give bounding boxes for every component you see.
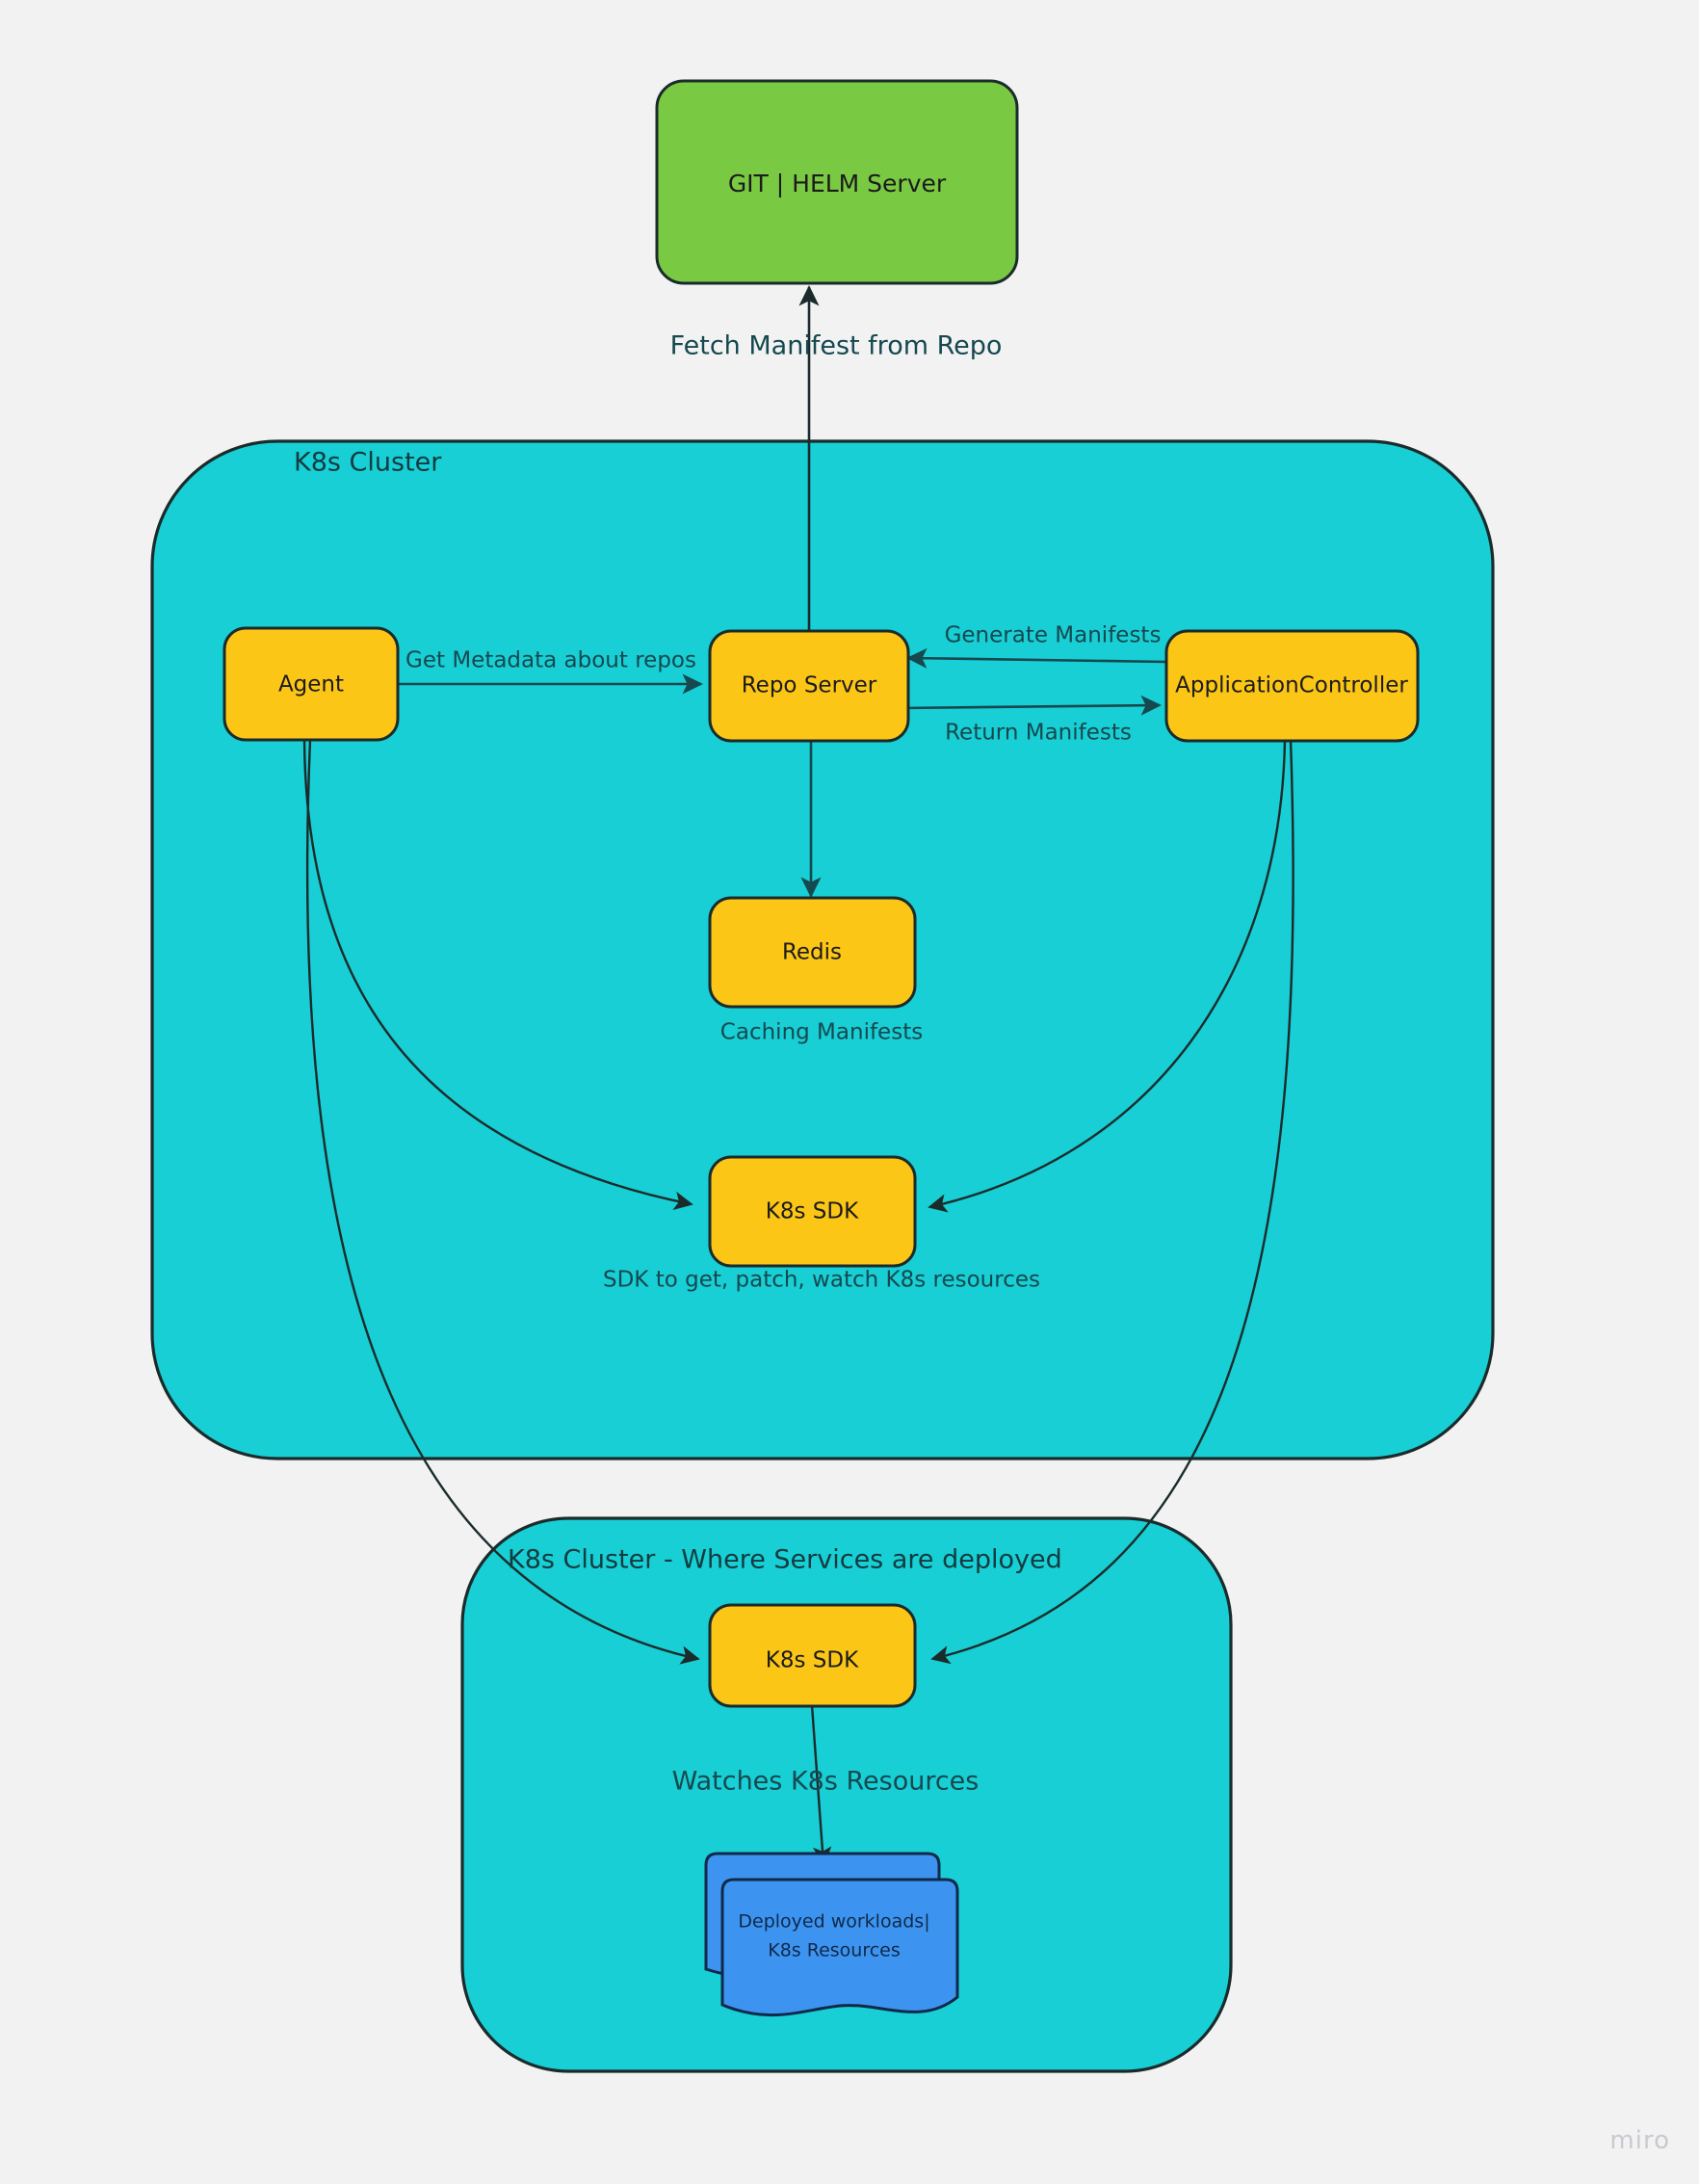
hit-repo-server[interactable]	[710, 631, 908, 741]
hit-application-controller[interactable]	[1166, 631, 1418, 741]
edge-agent-to-sdk-bottom	[305, 739, 700, 1665]
hit-k8s-sdk-top[interactable]	[710, 1157, 915, 1266]
edge-label-generate-manifests: Generate Manifests	[945, 623, 1162, 648]
node-k8s-sdk-top-caption: SDK to get, patch, watch K8s resources	[603, 1268, 1040, 1293]
edge-return-manifests	[900, 695, 1162, 716]
edge-generate-manifests	[906, 647, 1167, 669]
hit-k8s-sdk-bottom[interactable]	[710, 1605, 915, 1706]
edge-label-return-manifests: Return Manifests	[945, 721, 1132, 746]
edge-appctrl-to-sdk-top	[928, 739, 1287, 1213]
hit-git-helm-server[interactable]	[657, 81, 1017, 283]
edge-label-watches-resources: Watches K8s Resources	[672, 1767, 980, 1797]
container-k8s-cluster-label: K8s Cluster	[294, 448, 442, 478]
edge-label-fetch-manifest: Fetch Manifest from Repo	[670, 331, 1003, 361]
edge-label-get-metadata: Get Metadata about repos	[405, 648, 696, 673]
container-k8s-cluster-services-label: K8s Cluster - Where Services are deploye…	[508, 1545, 1062, 1575]
edge-appctrl-to-sdk-bottom	[930, 739, 1294, 1665]
node-redis-caption: Caching Manifests	[720, 1020, 923, 1045]
hit-deployed-workloads[interactable]	[706, 1854, 957, 2027]
hit-redis[interactable]	[710, 898, 915, 1007]
edge-agent-to-sdk-top	[302, 739, 693, 1210]
edge-watches-resources	[810, 1704, 832, 1866]
miro-watermark: miro	[1609, 2126, 1670, 2155]
hit-agent[interactable]	[224, 628, 398, 740]
